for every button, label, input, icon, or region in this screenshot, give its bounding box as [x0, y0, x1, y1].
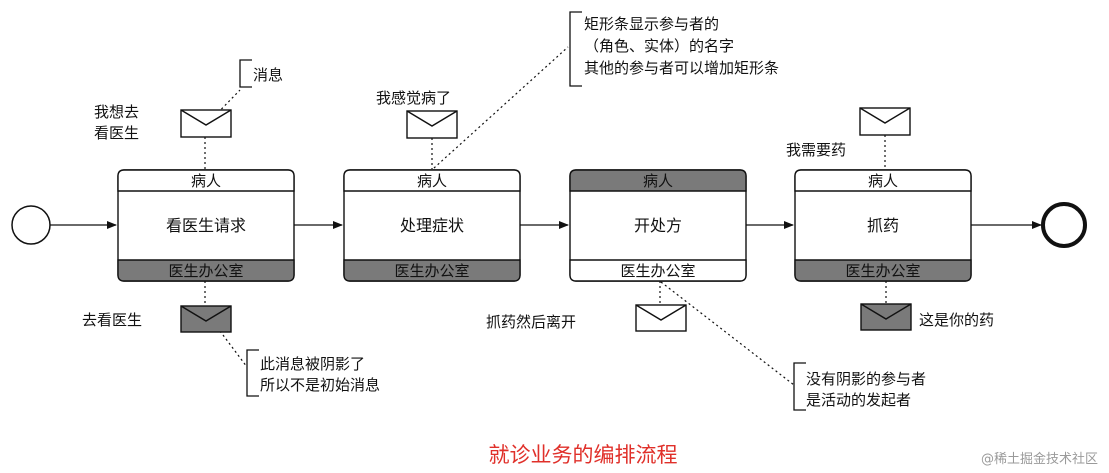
message-label: 抓药然后离开	[486, 313, 576, 331]
participant-band-top	[117, 169, 295, 192]
message-label: 我需要药	[786, 141, 846, 159]
message-label: 去看医生	[82, 311, 142, 329]
activity-name: 处理症状	[400, 216, 464, 235]
participant-band-bottom	[794, 259, 972, 282]
start-event	[11, 205, 51, 245]
participant-label-top: 病人	[643, 172, 673, 190]
message-label: 我感觉病了	[376, 89, 451, 107]
assoc-note-shaded	[219, 330, 248, 368]
note-bracket	[246, 349, 259, 397]
participant-label-bottom: 医生办公室	[394, 262, 469, 280]
mail-icon-shaded	[860, 303, 912, 331]
note-shaded-message: 此消息被阴影了	[260, 355, 365, 373]
mail-icon	[859, 107, 911, 136]
diagram-title: 就诊业务的编排流程	[489, 443, 678, 467]
mail-icon	[180, 109, 232, 138]
note-message: 消息	[253, 66, 283, 84]
note-bracket	[793, 362, 806, 411]
assoc-note-message	[203, 89, 241, 128]
note-initiator: 没有阴影的参与者	[806, 370, 926, 388]
note-bracket	[239, 59, 252, 88]
participant-band-bottom	[117, 259, 295, 282]
message-label: 这是你的药	[919, 311, 994, 329]
note-participants: 矩形条显示参与者的	[584, 15, 719, 33]
end-event	[1041, 202, 1087, 248]
mail-icon	[635, 304, 687, 332]
note-bracket	[569, 11, 582, 87]
participant-band-top	[794, 169, 972, 192]
note-participants: （角色、实体）的名字	[584, 37, 734, 55]
associations	[203, 46, 887, 386]
participant-label-bottom: 医生办公室	[620, 262, 695, 280]
participant-label-top: 病人	[417, 172, 447, 190]
participant-band-top	[569, 169, 747, 192]
mail-icon	[406, 110, 458, 139]
assoc-note-initiator	[660, 281, 795, 386]
participant-label-bottom: 医生办公室	[168, 262, 243, 280]
mail-icon-shaded	[180, 305, 232, 333]
note-initiator: 是活动的发起者	[806, 391, 911, 409]
message-label: 看医生	[94, 124, 139, 142]
message-label: 我想去	[94, 103, 139, 121]
assoc-note-participants	[433, 46, 569, 169]
participant-band-bottom	[343, 259, 521, 282]
watermark: @稀土掘金技术社区	[981, 451, 1098, 467]
participant-label-bottom: 医生办公室	[845, 262, 920, 280]
participant-label-top: 病人	[191, 172, 221, 190]
note-participants: 其他的参与者可以增加矩形条	[584, 59, 779, 77]
activity-name: 看医生请求	[166, 216, 246, 235]
activity-name: 抓药	[867, 216, 899, 235]
note-shaded-message: 所以不是初始消息	[260, 376, 380, 394]
participant-label-top: 病人	[868, 172, 898, 190]
participant-band-bottom	[569, 259, 747, 282]
participant-band-top	[343, 169, 521, 192]
activity-name: 开处方	[634, 216, 682, 235]
activities: 病人看医生请求医生办公室病人处理症状医生办公室病人开处方医生办公室病人抓药医生办…	[117, 169, 972, 282]
